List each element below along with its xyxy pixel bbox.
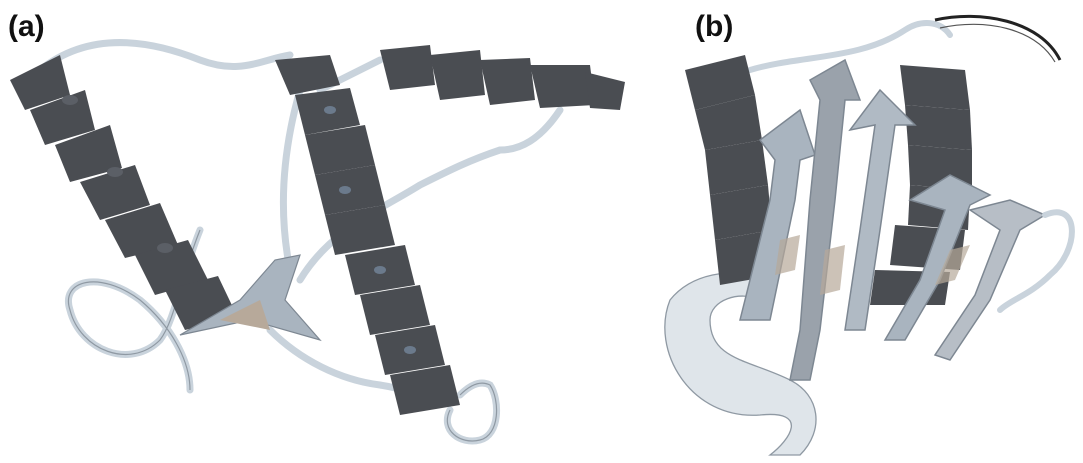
- beta-sheet-b: [740, 60, 1045, 380]
- top-arc-b-2: [940, 24, 1055, 62]
- top-arc-b: [935, 16, 1060, 60]
- panel-b-label: (b): [695, 10, 733, 44]
- panel-a: (a): [0, 0, 650, 463]
- protein-a-ribbon: [0, 0, 650, 463]
- panel-b: (b): [650, 0, 1083, 463]
- helix-2: [275, 55, 460, 415]
- panel-a-label: (a): [8, 10, 45, 44]
- protein-b-ribbon: [650, 0, 1083, 463]
- helix-3: [380, 45, 625, 110]
